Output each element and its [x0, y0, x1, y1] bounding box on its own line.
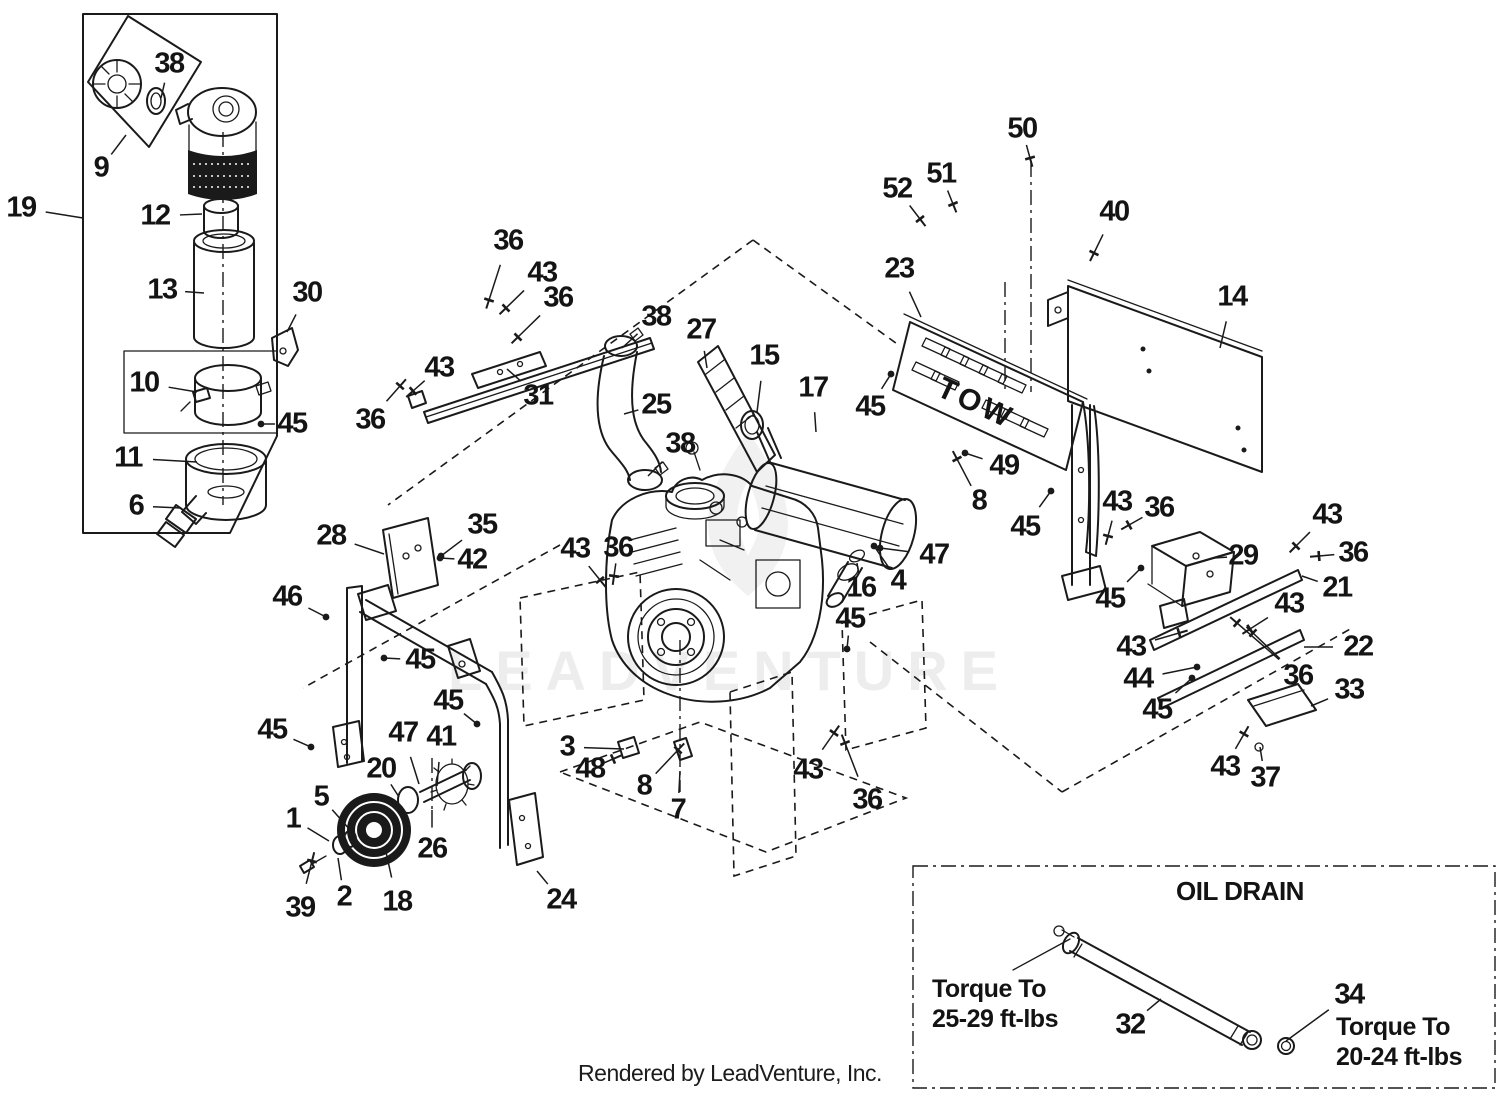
callout-21: 21: [1322, 571, 1353, 604]
callout-17: 17: [798, 371, 829, 404]
callout-43: 43: [1102, 485, 1133, 518]
callout-45: 45: [405, 643, 436, 676]
callout-26: 26: [417, 832, 448, 865]
intake-hose-art: [596, 327, 776, 491]
construction-lines: [302, 162, 1353, 878]
callout-44: 44: [1123, 662, 1154, 695]
callout-23: 23: [884, 252, 915, 285]
pulley-assembly-art: [299, 758, 482, 874]
callout-36: 36: [852, 783, 883, 816]
callout-33: 33: [1334, 673, 1365, 706]
callout-6: 6: [128, 489, 145, 522]
callout-45: 45: [1095, 582, 1126, 615]
callout-16: 16: [846, 571, 877, 604]
callout-45: 45: [277, 407, 308, 440]
callout-11: 11: [114, 441, 143, 474]
callout-38: 38: [154, 47, 185, 80]
callout-43: 43: [1116, 630, 1147, 663]
callout-43: 43: [1274, 587, 1305, 620]
callout-5: 5: [313, 780, 330, 813]
callout-43: 43: [793, 753, 824, 786]
flame-watermark-icon: [708, 432, 788, 596]
callout-8: 8: [971, 484, 988, 517]
callout-37: 37: [1250, 761, 1281, 794]
callout-10: 10: [129, 366, 160, 399]
grille-text: TOW: [932, 371, 1020, 435]
callout-45: 45: [855, 390, 886, 423]
callout-38: 38: [665, 427, 696, 460]
callout-29: 29: [1228, 539, 1259, 572]
callout-50: 50: [1007, 112, 1038, 145]
callout-12: 12: [140, 199, 171, 232]
callout-24: 24: [546, 883, 577, 916]
callout-28: 28: [316, 519, 347, 552]
callout-15: 15: [749, 339, 780, 372]
left-frame-art: [332, 517, 544, 866]
callout-46: 46: [272, 580, 303, 613]
callout-47: 47: [919, 538, 950, 571]
callout-14: 14: [1217, 280, 1248, 313]
callout-51: 51: [926, 157, 957, 190]
callout-34: 34: [1334, 978, 1365, 1011]
callout-9: 9: [93, 151, 110, 184]
callout-18: 18: [382, 885, 413, 918]
callout-39: 39: [285, 891, 316, 924]
rear-panel-art: [1047, 279, 1263, 473]
callout-35: 35: [467, 508, 498, 541]
callout-43: 43: [527, 256, 558, 289]
callout-1: 1: [285, 802, 302, 835]
muffler-art: [744, 427, 918, 608]
callout-43: 43: [424, 351, 455, 384]
callout-22: 22: [1343, 630, 1374, 663]
callout-43: 43: [560, 532, 591, 565]
callout-45: 45: [1010, 510, 1041, 543]
torque-note-left: Torque To 25-29 ft-lbs: [932, 975, 1058, 1033]
callout-45: 45: [433, 684, 464, 717]
callout-2: 2: [336, 880, 353, 913]
oil-drain-inset-art: [912, 865, 1496, 1089]
callout-41: 41: [426, 720, 457, 753]
callout-49: 49: [989, 449, 1020, 482]
callout-43: 43: [1210, 750, 1241, 783]
callout-45: 45: [835, 602, 866, 635]
callout-31: 31: [523, 379, 554, 412]
callout-42: 42: [457, 543, 488, 576]
callout-43: 43: [1312, 498, 1343, 531]
callout-30: 30: [292, 276, 323, 309]
callout-leader-lines: [45, 82, 1335, 1042]
callout-36: 36: [493, 224, 524, 257]
callout-40: 40: [1099, 195, 1130, 228]
callout-3: 3: [559, 730, 576, 763]
callout-52: 52: [882, 172, 913, 205]
callout-7: 7: [670, 793, 687, 826]
callout-4: 4: [890, 564, 907, 597]
rendered-by-credit: Rendered by LeadVenture, Inc.: [578, 1060, 882, 1086]
callout-45: 45: [257, 713, 288, 746]
callout-25: 25: [641, 388, 672, 421]
callout-13: 13: [147, 273, 178, 306]
torque-note-right: Torque To 20-24 ft-lbs: [1336, 1013, 1462, 1071]
air-cleaner-inset-art: [82, 13, 299, 548]
callout-48: 48: [575, 752, 606, 785]
callout-36: 36: [355, 403, 386, 436]
callout-45: 45: [1142, 693, 1173, 726]
engine-art: [605, 441, 825, 761]
callout-38: 38: [641, 300, 672, 333]
callout-27: 27: [686, 313, 717, 346]
right-brackets-art: [1147, 531, 1317, 752]
callout-36: 36: [543, 281, 574, 314]
callout-32: 32: [1115, 1008, 1146, 1041]
callout-36: 36: [1338, 536, 1369, 569]
callout-36: 36: [603, 531, 634, 564]
callout-36: 36: [1144, 491, 1175, 524]
callout-36: 36: [1283, 659, 1314, 692]
oil-drain-title: OIL DRAIN: [1176, 876, 1304, 906]
callout-47: 47: [388, 716, 419, 749]
callout-19: 19: [6, 191, 37, 224]
callout-20: 20: [366, 752, 397, 785]
callout-8: 8: [636, 769, 653, 802]
